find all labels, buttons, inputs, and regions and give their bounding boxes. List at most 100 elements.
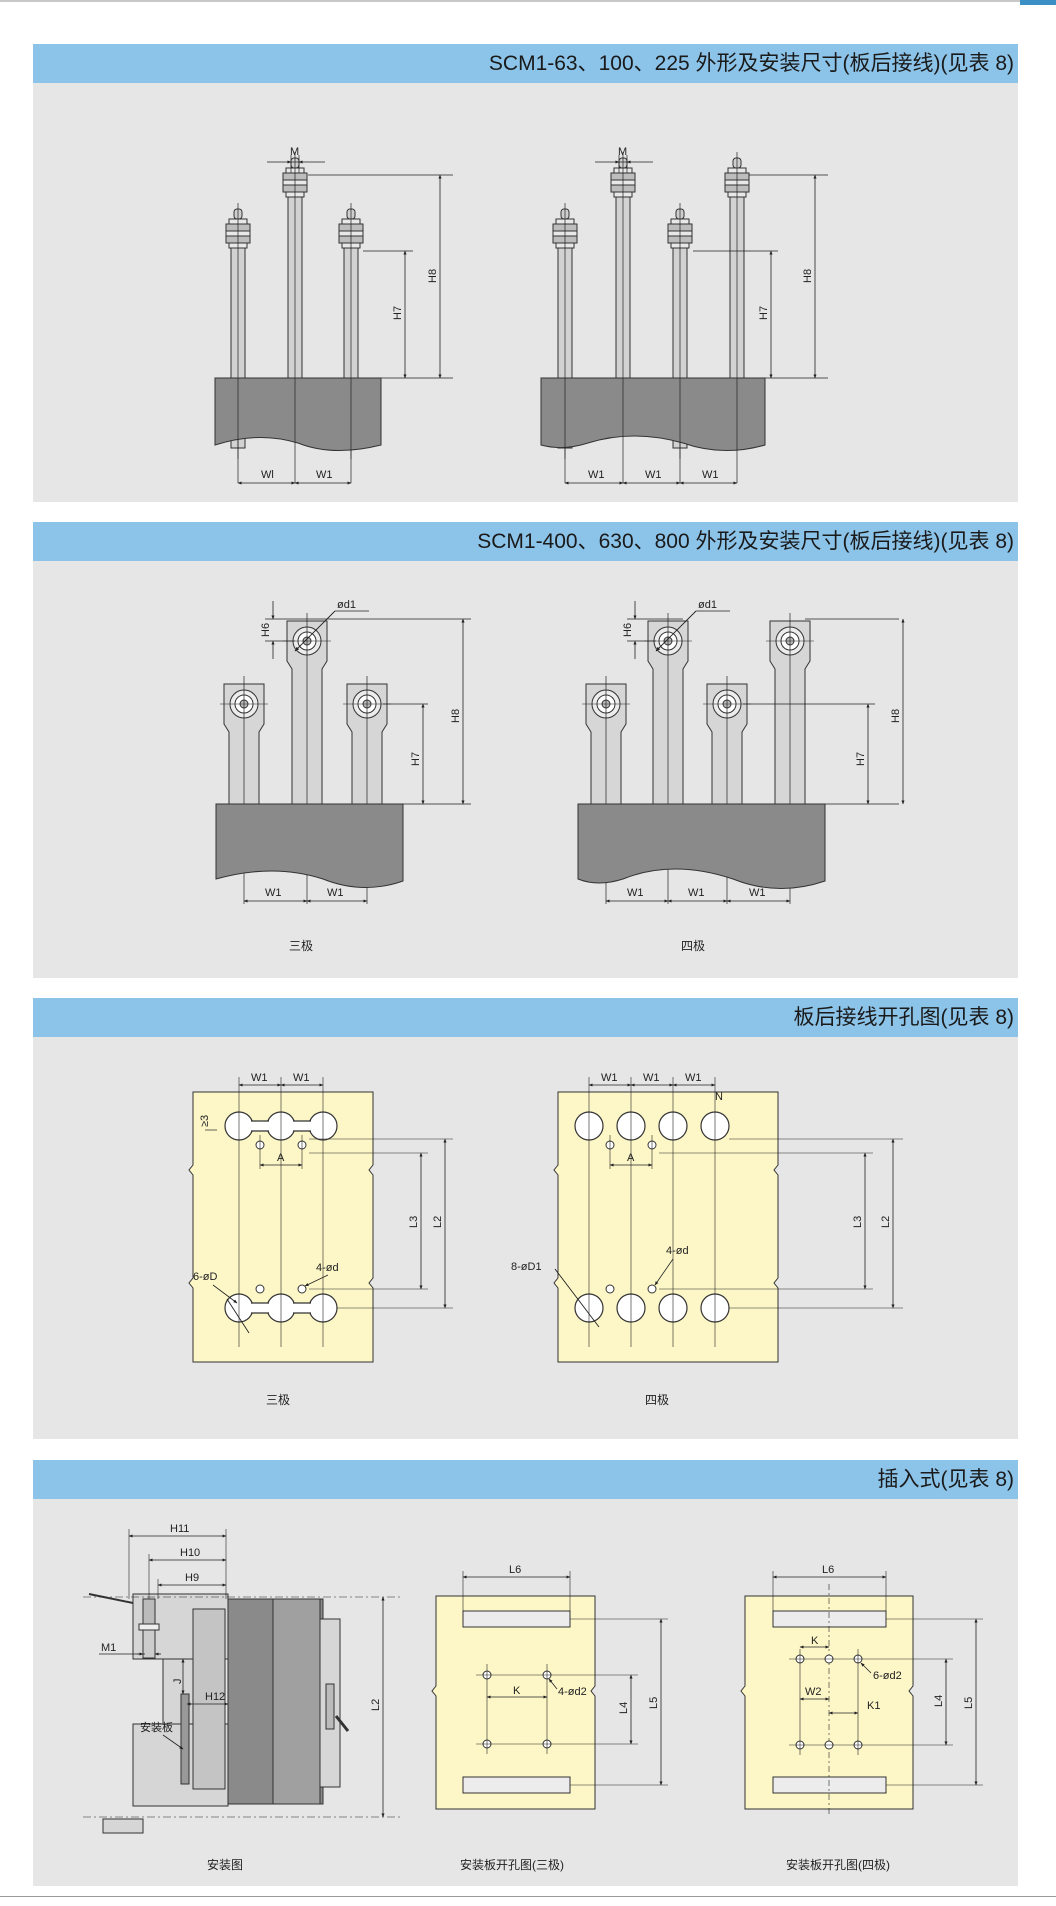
dim-w1-label: W1	[327, 887, 344, 899]
mount-plate-label: 安装板	[140, 1720, 173, 1734]
caption-three-pole: 三极	[266, 1393, 290, 1407]
dim-w1-label: W1	[251, 1072, 268, 1084]
dim-w1-label: W1	[749, 887, 766, 899]
corner-accent	[1020, 0, 1056, 5]
dim-ge3-label: ≥3	[199, 1115, 211, 1127]
section-scm1-63-225: SCM1-63、100、225 外形及安装尺寸(板后接线)(见表 8)	[33, 44, 1018, 502]
four-pole-cutout: W1 W1 W1 N A L3 L2 8-øD1 4-ød 四极	[511, 1072, 903, 1407]
dim-l2-label: L2	[432, 1216, 444, 1228]
section-header: SCM1-400、630、800 外形及安装尺寸(板后接线)(见表 8)	[33, 522, 1018, 561]
plug-in-diagram: H11 H10 H9 M1 J H12 安装板 L2 安装图	[83, 1523, 983, 1872]
mount-plate	[431, 1595, 596, 1810]
dim-l5-label: L5	[963, 1697, 975, 1709]
four-pole-lug-view: W1 W1 W1 ød1 H6 H7 H8 四极	[577, 599, 905, 953]
stud-pole	[724, 151, 750, 409]
stud-pole	[282, 151, 308, 409]
dim-w1-label: W1	[601, 1072, 618, 1084]
dim-h7-label: H7	[758, 306, 770, 320]
section-body: Wl W1 M H7 H8 三极	[33, 83, 1018, 502]
mount-hole	[647, 1284, 657, 1294]
slot	[772, 1610, 887, 1628]
dim-h12-label: H12	[205, 1691, 225, 1703]
section-header: SCM1-63、100、225 外形及安装尺寸(板后接线)(见表 8)	[33, 44, 1018, 83]
slot	[462, 1610, 571, 1628]
dim-j-label: J	[172, 1679, 184, 1685]
dim-w1-label: W1	[643, 1072, 660, 1084]
dim-w1-label: W1	[702, 469, 719, 481]
caption-plate-4p: 安装板开孔图(四极)	[786, 1857, 890, 1872]
dim-h7-label: H7	[855, 752, 867, 766]
section-header: 板后接线开孔图(见表 8)	[33, 998, 1018, 1037]
three-pole-stud-view: Wl W1 M H7 H8 三极	[214, 146, 453, 485]
dim-4d-label: 4-ød	[316, 1262, 339, 1274]
dim-w1-label: W1	[645, 469, 662, 481]
section-title: 插入式(见表 8)	[877, 1468, 1015, 1491]
breaker-body	[214, 377, 382, 451]
dim-w1-label: W1	[588, 469, 605, 481]
dim-h6-label: H6	[622, 623, 634, 637]
dim-l3-label: L3	[852, 1216, 864, 1228]
section-body: W1 W1 ød1 H6 H7 H8 三极	[33, 561, 1018, 978]
three-pole-cutout: W1 W1 A ≥3 L3 L2 6-øD 4-ød 三极	[188, 1072, 453, 1407]
dim-h7-label: H7	[410, 752, 422, 766]
dim-k1-label: K1	[867, 1700, 880, 1712]
dim-w1-label: Wl	[261, 469, 274, 481]
dim-l3-label: L3	[408, 1216, 420, 1228]
dim-m1-label: M1	[101, 1642, 116, 1654]
dim-l6-label: L6	[822, 1564, 834, 1576]
section-plug-in: 插入式(见表 8)	[33, 1460, 1018, 1886]
dim-w1-label: W1	[316, 469, 333, 481]
slot	[772, 1776, 887, 1794]
dim-n-label: N	[715, 1091, 723, 1103]
mount-plate	[180, 1693, 190, 1785]
dim-h7-label: H7	[392, 306, 404, 320]
dim-w1-label: W1	[685, 1072, 702, 1084]
dim-w2-label: W2	[805, 1686, 822, 1698]
dim-l6-label: L6	[509, 1564, 521, 1576]
caption-four-pole: 四极	[645, 1393, 669, 1407]
caption-four-pole: 四极	[681, 939, 705, 953]
section-header: 插入式(见表 8)	[33, 1460, 1018, 1499]
mount-hole	[297, 1284, 307, 1294]
dim-a-label: A	[627, 1152, 635, 1164]
dim-h9-label: H9	[185, 1572, 199, 1584]
slot	[462, 1776, 571, 1794]
section-scm1-400-800: SCM1-400、630、800 外形及安装尺寸(板后接线)(见表 8)	[33, 522, 1018, 978]
section-title: SCM1-63、100、225 外形及安装尺寸(板后接线)(见表 8)	[488, 52, 1014, 75]
dim-m-label: M	[618, 146, 627, 158]
plate-cutout-4p: L6 K 6-ød2 W2 K1 L4 L5 安装板开孔图(四极)	[740, 1564, 983, 1872]
dim-d1-label: ød1	[337, 599, 356, 611]
top-rule	[0, 0, 1056, 2]
dim-k-label: K	[513, 1685, 521, 1697]
three-pole-lug-view: W1 W1 ød1 H6 H7 H8 三极	[215, 599, 471, 953]
terminal-lug-diagram: W1 W1 ød1 H6 H7 H8 三极	[215, 599, 905, 953]
dim-h6-label: H6	[260, 623, 272, 637]
dim-6d2-label: 6-ød2	[873, 1670, 902, 1682]
plate-cutout-3p: L6 K 4-ød2 L4 L5 安装板开孔图(三极)	[431, 1564, 668, 1872]
dim-d1-label: ød1	[698, 599, 717, 611]
dim-l5-label: L5	[648, 1697, 660, 1709]
section-panel-cutout: 板后接线开孔图(见表 8)	[33, 998, 1018, 1439]
stud-pole	[610, 151, 636, 409]
dim-l4-label: L4	[933, 1695, 945, 1707]
dim-w1-label: W1	[265, 887, 282, 899]
section-body: H11 H10 H9 M1 J H12 安装板 L2 安装图	[33, 1499, 1018, 1886]
dim-h10-label: H10	[180, 1547, 200, 1559]
dim-6d-label: 6-øD	[193, 1271, 218, 1283]
caption-plate-3p: 安装板开孔图(三极)	[460, 1857, 564, 1872]
dim-k-label: K	[811, 1635, 819, 1647]
four-pole-stud-view: W1 W1 W1 M H7 H8 四极	[540, 146, 828, 485]
section-title: SCM1-400、630、800 外形及安装尺寸(板后接线)(见表 8)	[477, 530, 1014, 553]
dim-h8-label: H8	[450, 709, 462, 723]
caption-three-pole: 三极	[289, 939, 313, 953]
dim-w1-label: W1	[293, 1072, 310, 1084]
dim-w1-label: W1	[688, 887, 705, 899]
dim-h8-label: H8	[427, 269, 439, 283]
breaker-body	[577, 803, 826, 889]
dim-l2-label: L2	[880, 1216, 892, 1228]
dim-8d1-label: 8-øD1	[511, 1261, 542, 1273]
dim-h8-label: H8	[802, 269, 814, 283]
section-title: 板后接线开孔图(见表 8)	[793, 1006, 1015, 1029]
caption-install: 安装图	[207, 1857, 243, 1872]
cutout-diagram: W1 W1 A ≥3 L3 L2 6-øD 4-ød 三极	[188, 1072, 903, 1407]
